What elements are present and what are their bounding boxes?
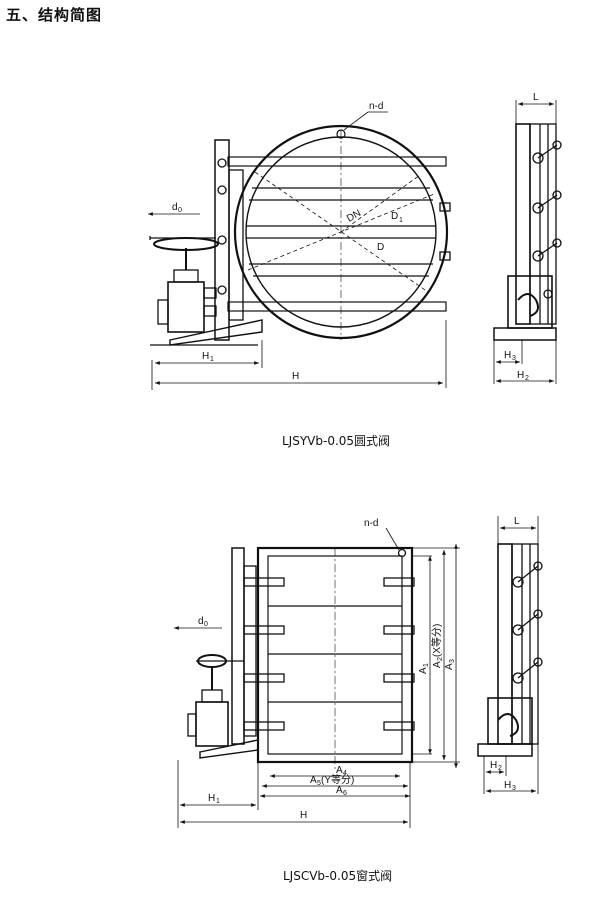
label-h2-2: H: [490, 760, 497, 771]
label-h-2: H: [300, 810, 307, 821]
window-valve-front-view: [187, 527, 415, 770]
label-a3: A: [444, 663, 455, 670]
label-a6: A: [336, 785, 343, 796]
window-valve-side-labels: L H 2 H 3: [490, 516, 520, 792]
label-h3-2: H: [504, 780, 511, 791]
label-a4: A: [336, 765, 343, 776]
round-valve-caption: LJSYVb-0.05圆式阀: [282, 434, 391, 448]
label-h2-sub-2: 2: [498, 765, 502, 772]
label-a2: A: [432, 661, 443, 668]
label-n-d-2: n-d: [364, 518, 378, 529]
label-d0-2: d: [198, 616, 204, 627]
label-h3: H: [504, 350, 511, 361]
label-h1-sub: 1: [210, 356, 214, 363]
section-heading: 五、结构简图: [6, 6, 103, 24]
label-h1-sub-2: 1: [216, 798, 220, 805]
round-valve-side-view: [493, 100, 562, 384]
label-a3-sub: 3: [449, 659, 456, 663]
round-valve-side-labels: L H 3 H 2: [504, 92, 539, 382]
label-a2-note: (X等分): [430, 624, 443, 657]
window-valve-dimension-labels: n-d d 0 A 1 A 2 (X等分) A 3 A 4 A 5 (Y等分) …: [198, 518, 456, 821]
label-a5-sub: 5: [317, 780, 321, 787]
label-d0-sub-2: 0: [204, 621, 208, 628]
label-a5-note: (Y等分): [321, 773, 354, 786]
label-d: D: [377, 242, 384, 253]
label-h1: H: [202, 351, 209, 362]
round-valve-front-view: [149, 111, 451, 346]
round-valve-dimensions: [148, 212, 447, 390]
label-a5: A: [310, 775, 317, 786]
label-d1: D: [391, 211, 398, 222]
label-h3-sub: 3: [512, 355, 516, 362]
label-h2: H: [517, 370, 524, 381]
label-h2-sub: 2: [525, 375, 529, 382]
label-a1: A: [418, 667, 429, 674]
label-h1-2: H: [208, 793, 215, 804]
window-valve-caption: LJSCVb-0.05窗式阀: [283, 869, 393, 883]
label-d0: d: [172, 202, 178, 213]
label-a1-sub: 1: [423, 663, 430, 667]
label-a2-sub: 2: [437, 657, 444, 661]
round-valve-dimension-labels: n-d d 0 DN D 1 D H 1 H: [172, 101, 403, 382]
label-h: H: [292, 371, 299, 382]
label-d1-sub: 1: [399, 217, 403, 224]
label-l: L: [533, 92, 539, 103]
window-valve-side-view: [477, 516, 543, 794]
label-a6-sub: 6: [343, 790, 347, 797]
label-d0-sub: 0: [178, 207, 182, 214]
window-valve-dimensions: [174, 544, 460, 828]
label-h3-sub-2: 3: [512, 785, 516, 792]
label-l-2: L: [514, 516, 520, 527]
label-a4-sub: 4: [343, 770, 347, 777]
label-dn: DN: [345, 208, 363, 225]
label-n-d: n-d: [369, 101, 383, 112]
